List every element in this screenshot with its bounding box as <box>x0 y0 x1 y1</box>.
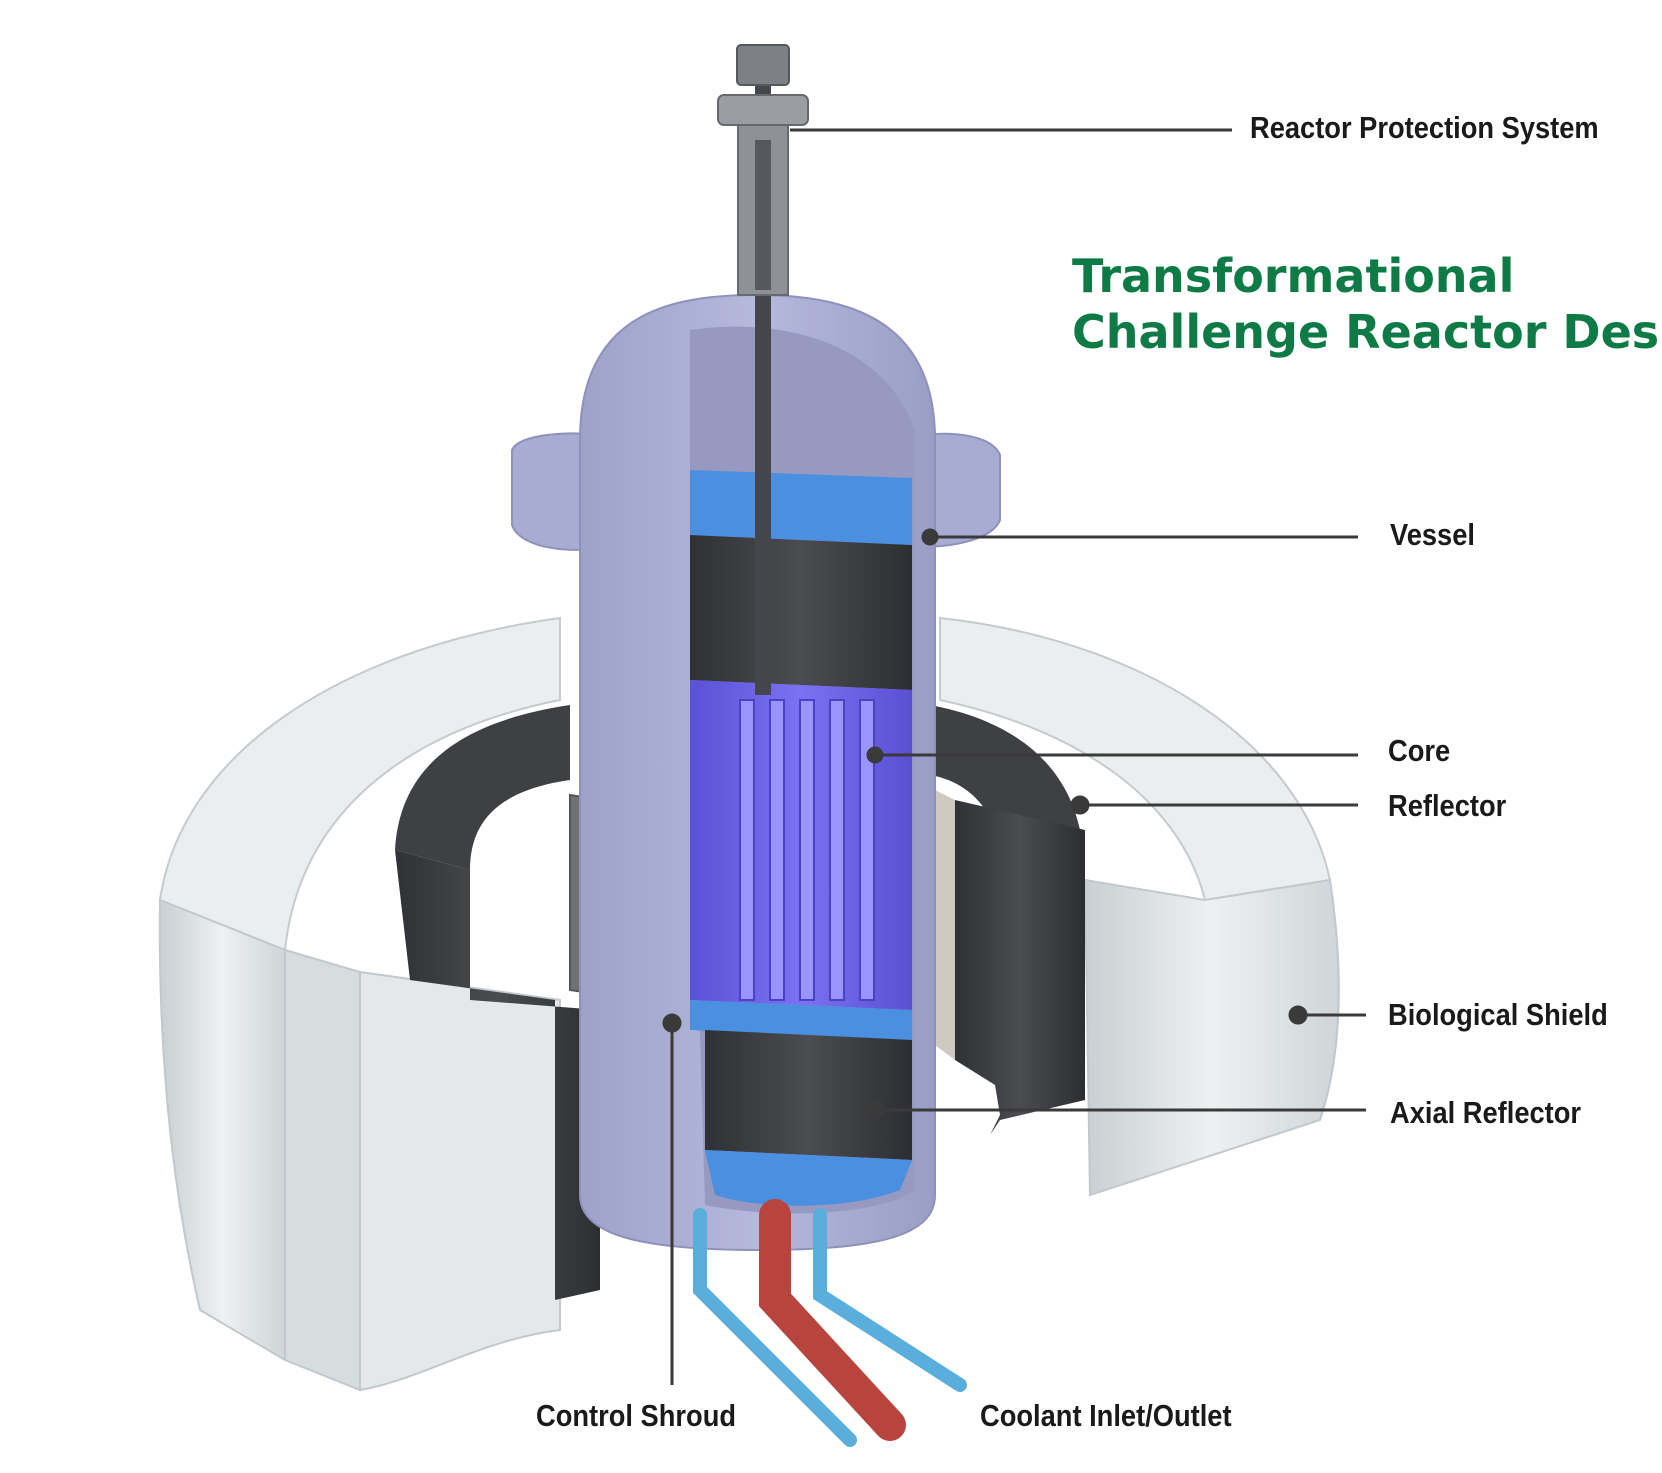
label-control-shroud: Control Shroud <box>536 1398 737 1433</box>
reflector-icon <box>395 705 1085 1300</box>
coolant-pipe-icon <box>693 1199 967 1447</box>
label-coolant-inlet-outlet: Coolant Inlet/Outlet <box>980 1398 1232 1433</box>
label-axial-reflector: Axial Reflector <box>1390 1095 1582 1130</box>
reactor-vessel-icon <box>511 44 1001 1252</box>
leader-lines <box>662 128 1366 1385</box>
title-line-2: Challenge Reactor Design <box>1072 305 1662 359</box>
label-vessel: Vessel <box>1390 517 1475 552</box>
title-line-1: Transformational <box>1072 249 1515 303</box>
core-fuel-channels <box>739 699 875 1001</box>
label-core: Core <box>1388 733 1451 768</box>
label-biological-shield: Biological Shield <box>1388 997 1608 1032</box>
diagram-title: Transformational Challenge Reactor Desig… <box>1072 248 1662 360</box>
label-reflector: Reflector <box>1388 788 1507 823</box>
biological-shield-icon <box>158 616 1340 1392</box>
label-reactor-protection-system: Reactor Protection System <box>1250 110 1599 145</box>
